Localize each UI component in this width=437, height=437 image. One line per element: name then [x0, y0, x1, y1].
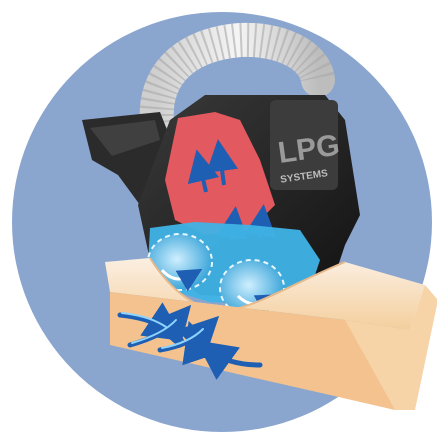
- illustration: LPG SYSTEMS: [0, 0, 437, 437]
